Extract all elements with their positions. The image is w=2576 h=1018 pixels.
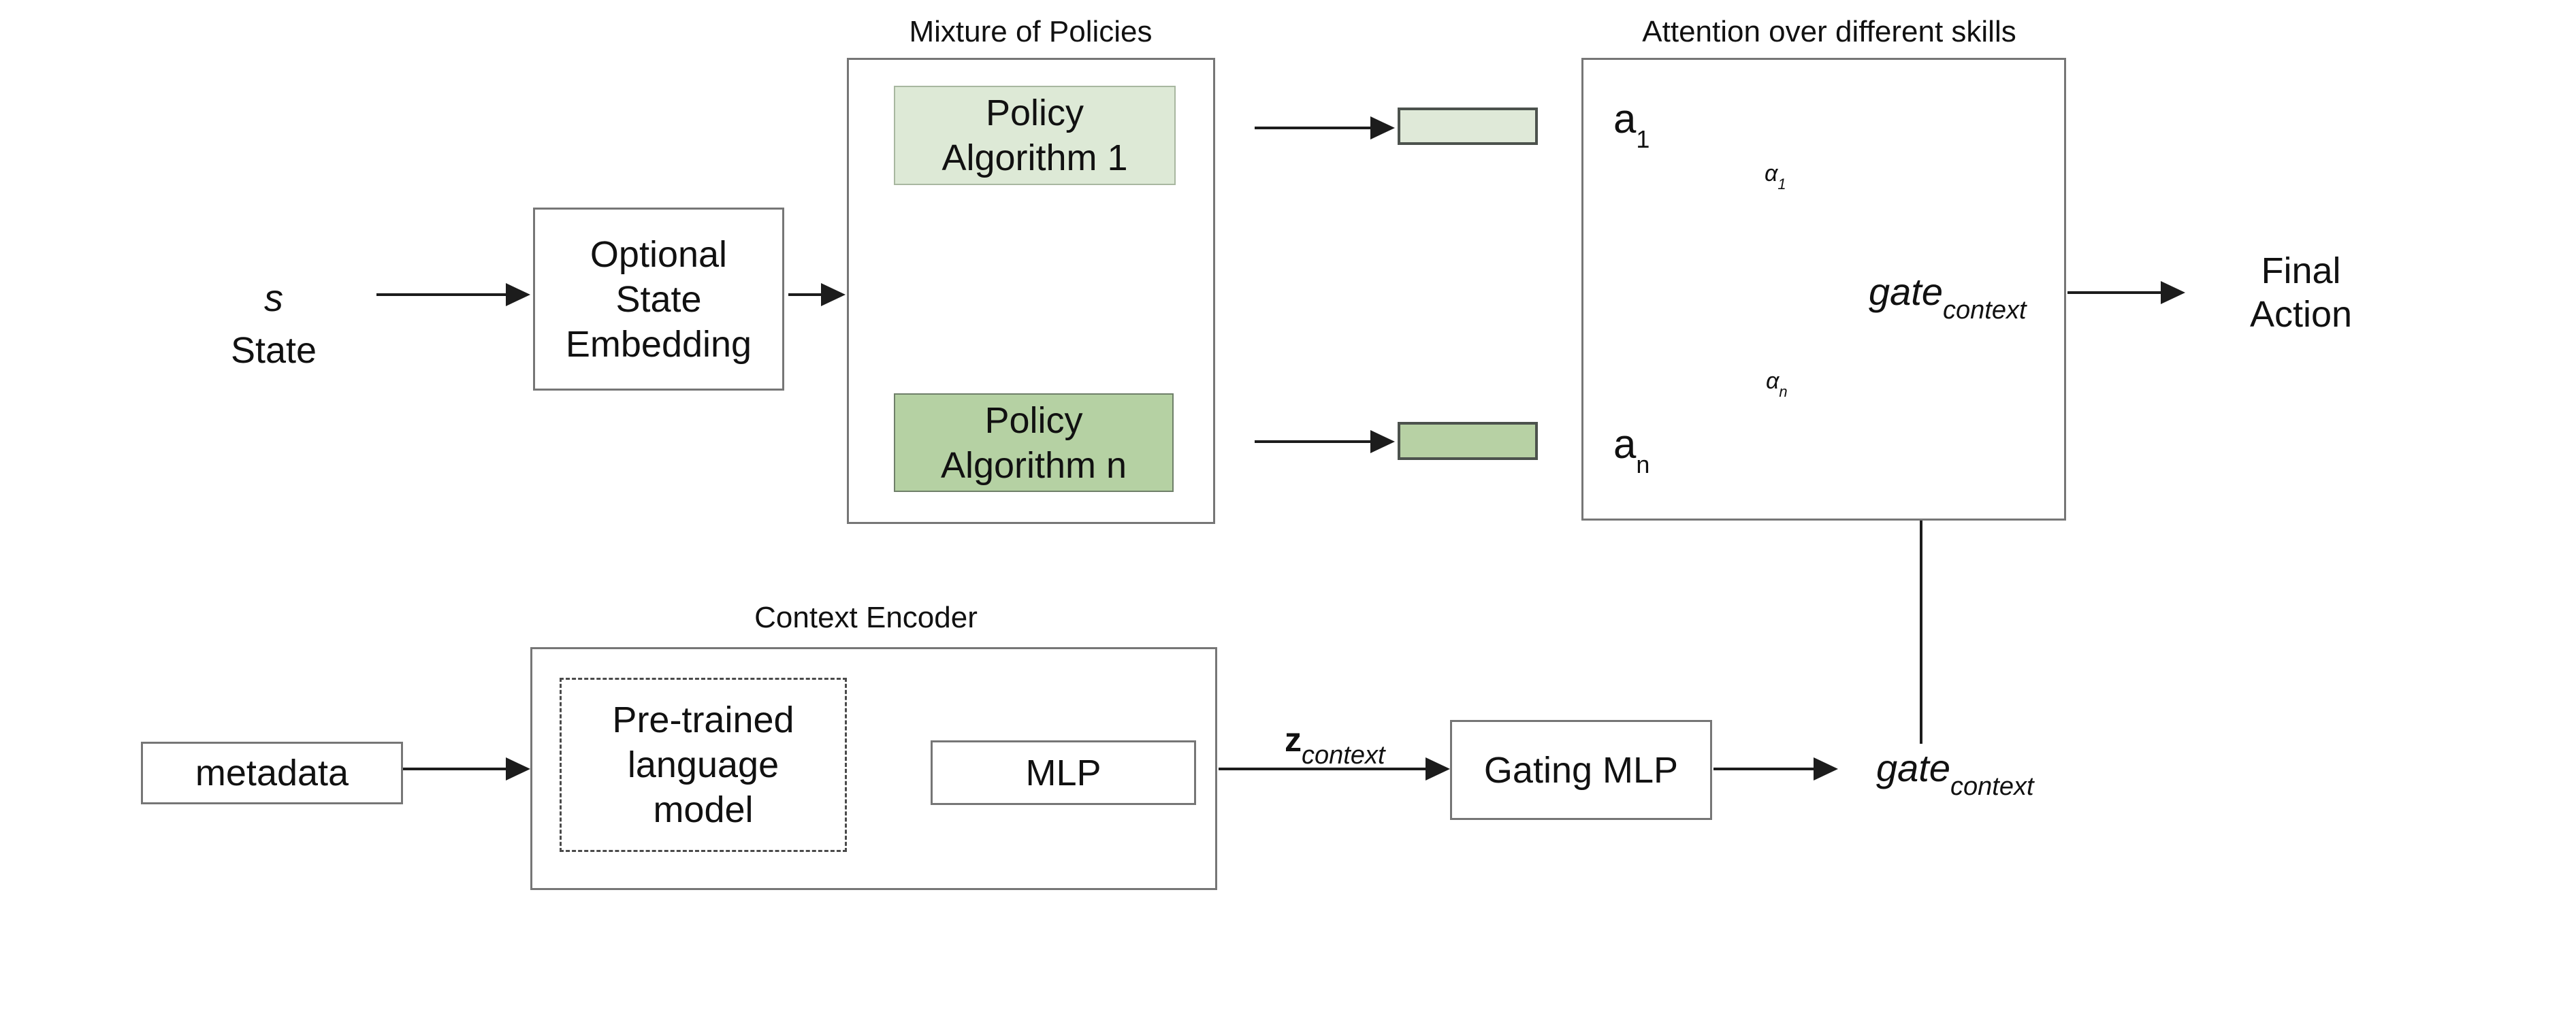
alpha1-subscript: 1 [1777, 176, 1786, 193]
arrowhead [1370, 116, 1395, 139]
gating-mlp-label: Gating MLP [1483, 749, 1679, 791]
arrowhead [1426, 757, 1450, 781]
arrowhead [1814, 757, 1838, 781]
z-context-label: zcontext [1285, 720, 1385, 770]
state-label: State [230, 330, 317, 371]
gate-attention-subscript: context [1943, 296, 2027, 325]
pretrained-language-model-box: Pre-trained language model [560, 678, 847, 852]
attention-box [1581, 58, 2066, 521]
arrowhead [821, 283, 846, 306]
a1-base: a [1613, 96, 1637, 142]
attention-weight-alphan: αn [1766, 368, 1788, 400]
alpha1-base: α [1765, 161, 1778, 186]
policy-algorithm-n-box: Policy Algorithm n [894, 393, 1174, 492]
gating-mlp-box: Gating MLP [1450, 720, 1712, 820]
attention-title: Attention over different skills [1642, 15, 2016, 48]
a1-subscript: 1 [1636, 125, 1650, 153]
attention-weight-alpha1: α1 [1765, 161, 1786, 193]
action-an-label: an [1613, 421, 1649, 478]
gate-output-base: gate [1876, 746, 1950, 789]
arrowhead [506, 757, 530, 781]
policy-algorithm-1-box: Policy Algorithm 1 [894, 86, 1176, 185]
mixture-of-policies-title: Mixture of Policies [909, 15, 1153, 48]
action-a1-label: a1 [1613, 95, 1649, 153]
state-symbol: s [264, 276, 283, 319]
policy-algorithm-n-label: Policy Algorithm n [940, 399, 1127, 486]
gate-context-attention-label: gatecontext [1869, 269, 2027, 325]
metadata-box: metadata [141, 742, 403, 804]
arrowhead [2161, 281, 2185, 304]
action-vector-n [1398, 422, 1538, 460]
alphan-subscript: n [1779, 383, 1788, 400]
arrowhead [1370, 430, 1395, 453]
gate-output-subscript: context [1950, 772, 2034, 801]
action-vector-1 [1398, 108, 1538, 145]
optional-state-embedding-label: Optional State Embedding [565, 233, 752, 365]
optional-state-embedding-box: Optional State Embedding [533, 208, 784, 391]
an-subscript: n [1636, 450, 1650, 478]
final-action-label: Final Action [2249, 250, 2353, 335]
metadata-label: metadata [195, 753, 349, 793]
pretrained-language-model-label: Pre-trained language model [612, 700, 794, 830]
z-subscript: context [1302, 741, 1385, 770]
alphan-base: α [1766, 368, 1780, 394]
mlp-label: MLP [1025, 752, 1101, 793]
mlp-box: MLP [931, 740, 1196, 805]
z-base: z [1285, 721, 1302, 759]
gate-context-output-label: gatecontext [1876, 746, 2034, 801]
arrowhead [506, 283, 530, 306]
context-encoder-title: Context Encoder [754, 601, 978, 634]
policy-algorithm-1-label: Policy Algorithm 1 [941, 93, 1128, 178]
gate-attention-base: gate [1869, 270, 1943, 313]
an-base: a [1613, 421, 1637, 467]
